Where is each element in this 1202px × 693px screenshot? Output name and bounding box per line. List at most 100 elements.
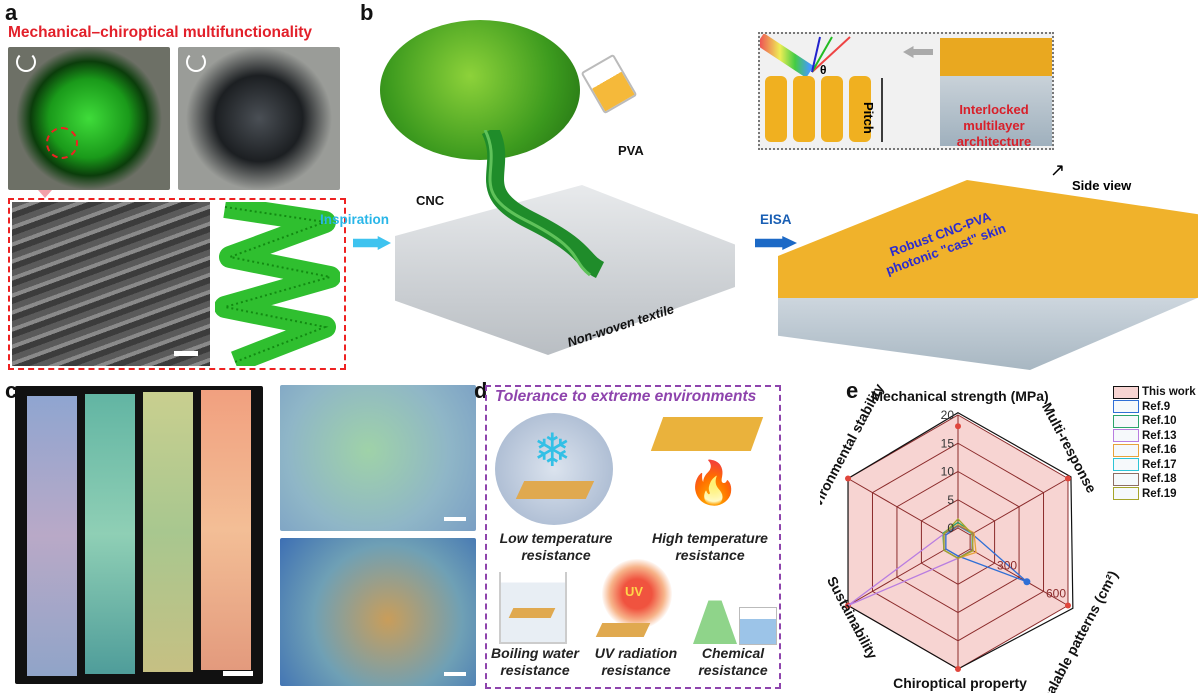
legend-label: Ref.19 [1142,487,1177,500]
strip-blue [27,396,77,676]
scale-bar [444,517,466,521]
legend-swatch [1113,429,1139,443]
dark-beetle-photo [178,47,340,190]
side-view-inset: θ Pitch Interlocked multilayer architect… [758,32,1054,150]
legend-swatch [1113,472,1139,486]
curved-arrow-icon: ↗ [1050,160,1066,180]
cnc-fibers [481,130,605,279]
legend-item: Ref.10 [1113,414,1196,429]
axis-label: Mechanical strength (MPa) [871,388,1048,404]
axis-spoke [969,548,1069,606]
axis-spoke [969,478,1069,536]
legend-swatch [1113,443,1139,457]
strip-yellow [143,392,193,672]
tick-label-mechanical: 20 [941,408,955,422]
strip-orange [201,390,251,670]
eisa-label: EISA [760,212,792,227]
pva-label: PVA [618,143,644,158]
legend-label: Ref.10 [1142,415,1177,428]
tolerance-box: Tolerance to extreme environments ❄ 🔥 Lo… [485,385,781,689]
legend-swatch [1113,458,1139,472]
data-point-this-work [1064,475,1071,482]
side-view-label: Side view [1072,178,1132,193]
photonic-strips-photo [15,386,263,684]
caption-line: resistance [675,547,745,563]
theta-label: θ [820,63,827,77]
axis-label: Chiroptical property [893,675,1027,691]
dragon-pattern-photo [280,385,476,531]
data-point-this-work [845,475,852,482]
legend-item: Ref.9 [1113,400,1196,415]
axis-spoke [847,478,947,536]
axis-spoke [847,548,947,606]
panel-a-label: a [5,0,18,25]
legend-swatch [1113,414,1139,428]
inspiration-label: Inspiration [320,212,390,227]
chemical-flask [693,582,737,644]
uv-badge: UV [625,584,644,599]
down-arrow-icon [38,190,52,198]
eisa-arrow-icon [755,236,797,250]
data-point-this-work [955,423,961,430]
interlocked-label: Interlocked multilayer architecture [956,102,1032,149]
caption-line: Boiling water [491,645,579,661]
legend-item: Ref.19 [1113,487,1196,502]
legend-label: Ref.9 [1142,400,1171,413]
caption-line: UV radiation [594,645,678,661]
series-ref19 [943,518,974,559]
pva-beaker [580,53,638,115]
tick-label-mechanical: 10 [941,465,955,479]
caption-line: Chemical [701,645,765,661]
legend-label: Ref.16 [1142,444,1177,457]
pitch-label: Pitch [861,102,876,134]
scale-bar [174,351,198,356]
scale-bar [444,672,466,676]
legend-swatch [1113,487,1139,501]
panel-d-label: d [474,378,488,403]
this-work-area [848,415,1068,669]
legend-swatch [1113,385,1139,399]
caption-line: resistance [601,662,671,678]
high-temp-film [650,417,764,451]
helical-pitch-diagram [760,34,883,142]
caption-line: High temperature [652,530,768,546]
tick-label-scalable: 600 [1046,587,1066,601]
multilayer-render [940,38,1052,146]
strip-green [85,394,135,674]
plant-pattern-photo [280,538,476,686]
tree-canopy [380,20,580,160]
data-point-this-work [955,666,961,672]
legend-label: Ref.17 [1142,458,1177,471]
legend-swatch [1113,400,1139,414]
chemical-beaker [739,607,777,645]
panel-e-label: e [846,378,859,403]
caption-line: resistance [698,662,768,678]
panel-b-label: b [360,0,374,25]
legend-item: Ref.16 [1113,443,1196,458]
helicoid-model [215,202,340,366]
caption-line: Low temperature [499,530,613,546]
tick-label-scalable: 300 [997,558,1017,572]
rotate-icon [186,52,206,72]
scale-bar [223,671,253,676]
inspiration-arrow-icon [353,236,391,250]
film-sample [595,623,651,637]
legend-label: This work [1142,386,1196,399]
data-point-this-work [1064,602,1071,609]
uv-burst-icon: UV [602,559,672,629]
legend-item: Ref.18 [1113,472,1196,487]
tick-label-mechanical: 5 [947,493,954,507]
legend-item: Ref.13 [1113,429,1196,444]
data-point-ref9 [1023,578,1031,586]
caption-line: resistance [521,547,591,563]
cnc-label: CNC [416,193,445,208]
film-sample [508,608,556,618]
legend-item: This work [1113,385,1196,400]
